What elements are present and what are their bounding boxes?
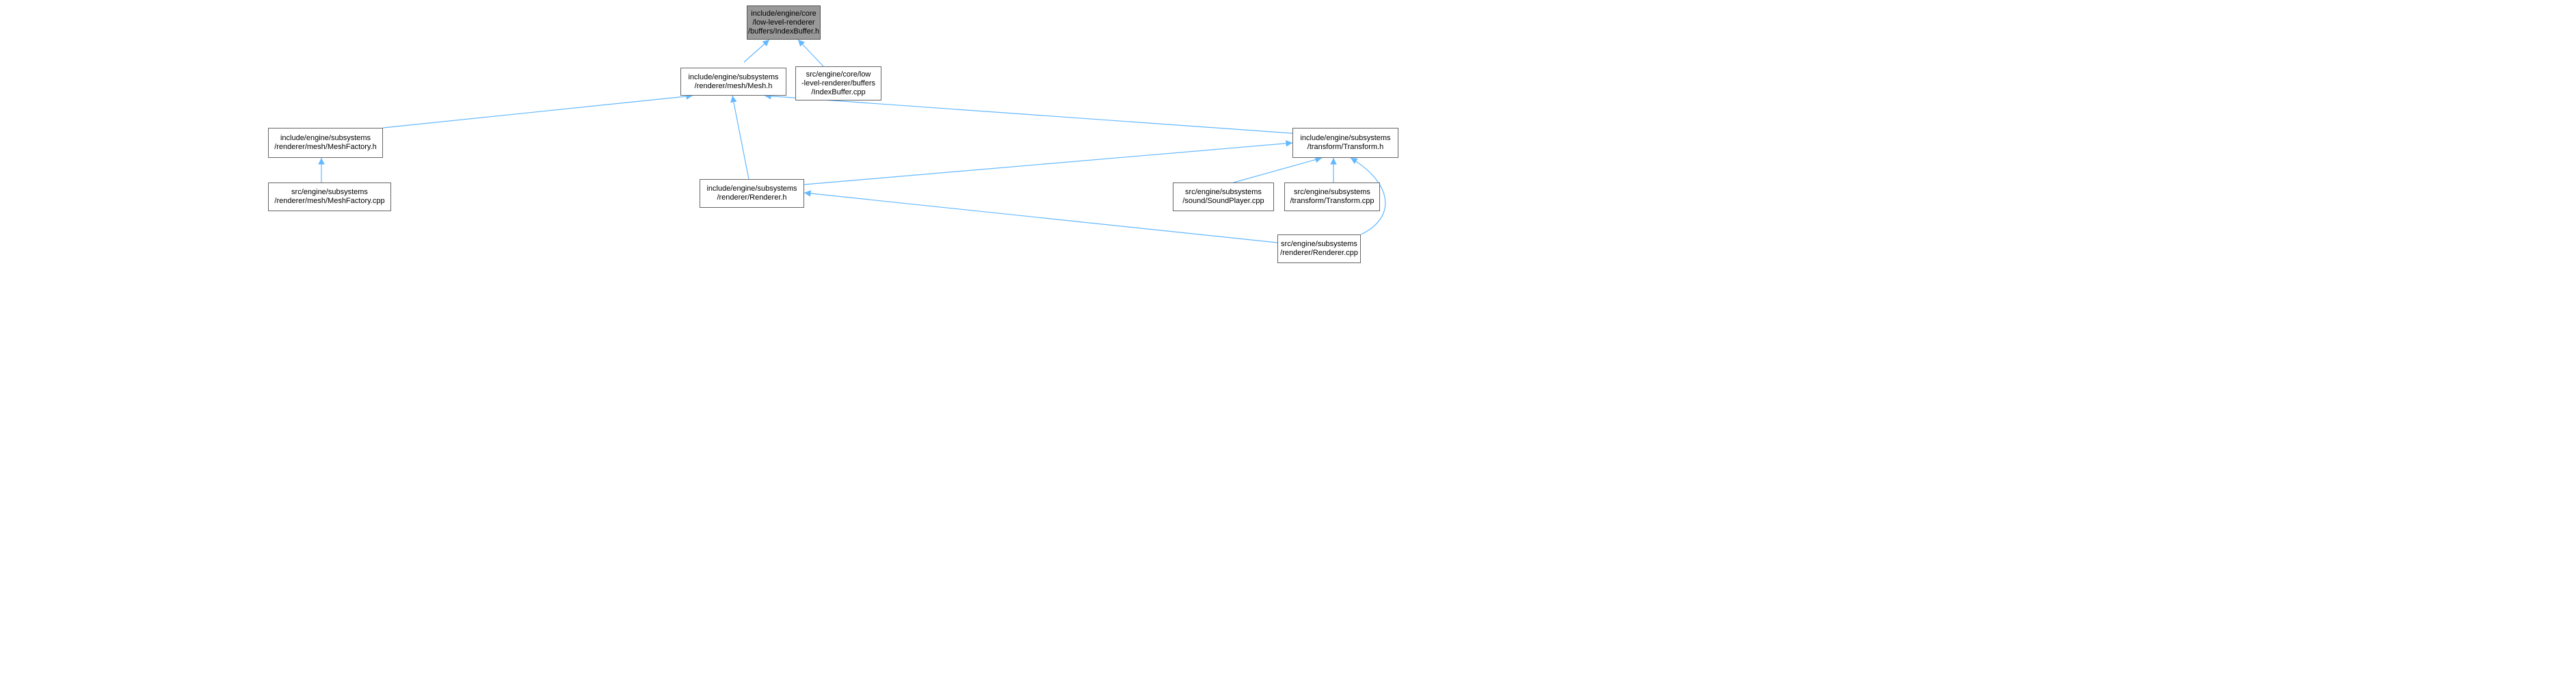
edge-renderer-cpp-to-renderer-h xyxy=(804,190,1278,243)
node-meshfactory-h-line-2: /renderer/mesh/MeshFactory.h xyxy=(274,143,377,151)
graph-nodes: include/engine/core /low-level-renderer … xyxy=(268,5,1398,263)
node-transform-h-line-1: include/engine/subsystems xyxy=(1300,134,1391,142)
edge-soundplayer-to-transform xyxy=(1233,156,1323,183)
node-indexbuffer-cpp[interactable]: src/engine/core/low -level-renderer/buff… xyxy=(795,66,881,100)
node-slot-mesh-h: include/engine/subsystems /renderer/mesh… xyxy=(680,68,786,96)
edge-transform-to-mesh xyxy=(764,92,1293,134)
node-renderer-h[interactable]: include/engine/subsystems /renderer/Rend… xyxy=(700,179,804,208)
node-indexbuffer-h-line-3: /buffers/IndexBuffer.h xyxy=(747,27,820,36)
node-renderer-cpp-line-2: /renderer/Renderer.cpp xyxy=(1280,249,1358,257)
node-soundplayer-cpp[interactable]: src/engine/subsystems /sound/SoundPlayer… xyxy=(1173,183,1274,211)
edge-renderer-to-mesh xyxy=(730,95,749,180)
node-indexbuffer-cpp-line-3: /IndexBuffer.cpp xyxy=(811,87,866,96)
node-indexbuffer-h: include/engine/core /low-level-renderer … xyxy=(747,5,821,40)
node-slot-indexbuffer-h: include/engine/core /low-level-renderer … xyxy=(747,5,821,40)
node-meshfactory-cpp-line-1: src/engine/subsystems xyxy=(291,188,368,196)
edge-renderer-cpp-to-transform xyxy=(1350,157,1386,235)
node-renderer-h-line-1: include/engine/subsystems xyxy=(706,185,797,193)
node-meshfactory-h-line-1: include/engine/subsystems xyxy=(280,134,371,142)
node-slot-soundplayer-cpp: src/engine/subsystems /sound/SoundPlayer… xyxy=(1173,183,1274,211)
node-slot-renderer-cpp: src/engine/subsystems /renderer/Renderer… xyxy=(1277,234,1361,263)
node-meshfactory-cpp[interactable]: src/engine/subsystems /renderer/mesh/Mes… xyxy=(268,183,391,211)
node-slot-indexbuffer-cpp: src/engine/core/low -level-renderer/buff… xyxy=(795,66,881,100)
node-transform-h[interactable]: include/engine/subsystems /transform/Tra… xyxy=(1292,128,1398,158)
node-renderer-h-line-2: /renderer/Renderer.h xyxy=(717,193,787,202)
node-soundplayer-cpp-line-2: /sound/SoundPlayer.cpp xyxy=(1182,197,1264,205)
node-slot-meshfactory-h: include/engine/subsystems /renderer/mesh… xyxy=(268,128,383,158)
edge-mesh-to-indexbuffer-h xyxy=(743,39,770,63)
node-indexbuffer-h-line-2: /low-level-renderer xyxy=(752,18,815,27)
node-meshfactory-h[interactable]: include/engine/subsystems /renderer/mesh… xyxy=(268,128,383,158)
node-transform-cpp-line-1: src/engine/subsystems xyxy=(1294,188,1370,196)
node-mesh-h-line-2: /renderer/mesh/Mesh.h xyxy=(694,81,773,90)
edge-indexbuffer-cpp-to-indexbuffer-h xyxy=(797,39,824,67)
node-slot-renderer-h: include/engine/subsystems /renderer/Rend… xyxy=(700,179,804,208)
graph-edges xyxy=(318,39,1386,243)
node-indexbuffer-cpp-line-1: src/engine/core/low xyxy=(806,70,871,79)
node-indexbuffer-h-line-1: include/engine/core xyxy=(751,9,816,18)
node-slot-transform-h: include/engine/subsystems /transform/Tra… xyxy=(1292,128,1398,158)
node-transform-cpp[interactable]: src/engine/subsystems /transform/Transfo… xyxy=(1284,183,1380,211)
node-transform-h-line-2: /transform/Transform.h xyxy=(1307,143,1384,151)
node-slot-transform-cpp: src/engine/subsystems /transform/Transfo… xyxy=(1284,183,1380,211)
edge-meshfactory-to-mesh xyxy=(382,93,693,129)
node-mesh-h[interactable]: include/engine/subsystems /renderer/mesh… xyxy=(680,68,786,96)
node-renderer-cpp[interactable]: src/engine/subsystems /renderer/Renderer… xyxy=(1277,234,1361,263)
node-transform-cpp-line-2: /transform/Transform.cpp xyxy=(1290,197,1375,205)
node-renderer-cpp-line-1: src/engine/subsystems xyxy=(1281,240,1357,248)
node-meshfactory-cpp-line-2: /renderer/mesh/MeshFactory.cpp xyxy=(274,197,385,205)
node-slot-meshfactory-cpp: src/engine/subsystems /renderer/mesh/Mes… xyxy=(268,183,391,211)
node-indexbuffer-cpp-line-2: -level-renderer/buffers xyxy=(801,79,875,87)
edge-renderer-to-transform xyxy=(804,140,1293,185)
node-mesh-h-line-1: include/engine/subsystems xyxy=(688,72,779,81)
node-soundplayer-cpp-line-1: src/engine/subsystems xyxy=(1185,188,1262,196)
